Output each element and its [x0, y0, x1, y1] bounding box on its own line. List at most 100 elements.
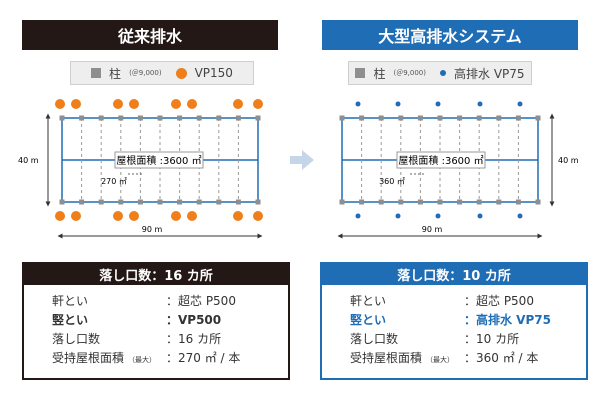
- left-row-downpipe: 竪とい ：VP500: [52, 310, 288, 329]
- row-key: 軒とい: [350, 294, 387, 308]
- pillar-marker: [79, 115, 85, 121]
- pillar-marker: [255, 199, 261, 205]
- drain-outlet-marker: [253, 211, 263, 221]
- row-key: 受持屋根面積: [52, 351, 125, 365]
- pillar-sub: (＠9,000): [129, 69, 162, 77]
- row-value: ：高排水 VP75: [464, 313, 551, 327]
- pillar-label: 柱: [373, 66, 386, 81]
- pillar-marker: [476, 199, 482, 205]
- left-row-outlets: 落し口数 ：16 カ所: [52, 329, 288, 348]
- right-row-area: 受持屋根面積（最大） ：360 ㎡ / 本: [350, 348, 586, 367]
- pillar-marker: [359, 199, 365, 205]
- right-width-label: 90 m: [422, 225, 443, 234]
- right-area-label: 屋根面積 :3600 ㎡: [398, 154, 483, 167]
- pillar-marker: [59, 115, 65, 121]
- drain-outlet-marker: [113, 211, 123, 221]
- right-summary-title: 落し口数：10 カ所: [322, 264, 586, 285]
- pillar-marker: [177, 199, 183, 205]
- left-row-area: 受持屋根面積（最大） ：270 ㎡ / 本: [52, 348, 288, 367]
- pillar-marker: [196, 115, 202, 121]
- pillar-marker: [437, 115, 443, 121]
- pillar-sub: (＠9,000): [393, 69, 426, 77]
- right-height-label: 40 m: [558, 156, 579, 165]
- drain-outlet-marker: [395, 101, 401, 107]
- pillar-label: 柱: [109, 66, 122, 81]
- drain-outlet-marker: [233, 211, 243, 221]
- pillar-marker: [255, 115, 261, 121]
- pillar-marker: [339, 199, 345, 205]
- drain-label: 高排水 VP75: [454, 66, 525, 81]
- row-key: 竪とい: [350, 313, 387, 327]
- pillar-marker: [196, 199, 202, 205]
- row-key: 受持屋根面積: [350, 351, 423, 365]
- right-legend: 柱 (＠9,000) 高排水 VP75: [348, 61, 532, 85]
- row-value: ：270 ㎡ / 本: [166, 351, 241, 365]
- row-value: ：VP500: [166, 313, 222, 327]
- drain-dot-icon: [175, 67, 187, 79]
- right-row-outlets: 落し口数 ：10 カ所: [350, 329, 586, 348]
- pillar-square-icon: [355, 68, 366, 78]
- drain-outlet-marker: [171, 211, 181, 221]
- right-row-gutter: 軒とい ：超芯 P500: [350, 291, 586, 310]
- pillar-marker: [457, 115, 463, 121]
- drain-outlet-marker: [55, 99, 65, 109]
- pillar-marker: [137, 115, 143, 121]
- pillar-marker: [59, 199, 65, 205]
- pillar-marker: [398, 199, 404, 205]
- right-plan: 40 m 90 m 屋根面積 :3600 ㎡ 360 ㎡: [337, 101, 579, 239]
- pillar-marker: [118, 115, 124, 121]
- right-title: 大型高排水システム: [322, 20, 578, 50]
- pillar-marker: [157, 199, 163, 205]
- drain-label: VP150: [194, 66, 233, 80]
- right-summary-box: 落し口数：10 カ所 軒とい ：超芯 P500 竪とい ：高排水 VP75 落し…: [320, 262, 588, 380]
- drain-outlet-marker: [71, 211, 81, 221]
- row-value: ：超芯 P500: [166, 294, 236, 308]
- pillar-marker: [457, 199, 463, 205]
- drain-outlet-marker: [253, 99, 263, 109]
- drain-outlet-marker: [71, 99, 81, 109]
- row-key: 落し口数: [52, 332, 101, 346]
- pillar-marker: [216, 199, 222, 205]
- pillar-marker: [118, 199, 124, 205]
- drain-outlet-marker: [435, 101, 441, 107]
- right-arrow-icon: [290, 150, 314, 170]
- left-row-gutter: 軒とい ：超芯 P500: [52, 291, 288, 310]
- left-legend: 柱 (＠9,000) VP150: [70, 61, 254, 85]
- row-key: 軒とい: [52, 294, 89, 308]
- drain-outlet-marker: [477, 101, 483, 107]
- left-summary-title: 落し口数：16 カ所: [24, 264, 288, 285]
- right-row-downpipe: 竪とい ：高排水 VP75: [350, 310, 586, 329]
- pillar-marker: [515, 115, 521, 121]
- drain-outlet-marker: [395, 213, 401, 219]
- row-value: ：10 カ所: [464, 332, 520, 346]
- drain-outlet-marker: [233, 99, 243, 109]
- drain-outlet-marker: [517, 213, 523, 219]
- left-per-label: 270 ㎡: [101, 177, 127, 186]
- pillar-marker: [79, 199, 85, 205]
- pillar-marker: [98, 115, 104, 121]
- pillar-marker: [235, 115, 241, 121]
- pillar-marker: [216, 115, 222, 121]
- roof-plan-diagrams: 40 m 90 m 屋根面積 :3600 ㎡ 270 ㎡ 40 m 90 m 屋…: [18, 99, 579, 239]
- pillar-marker: [339, 115, 345, 121]
- left-width-label: 90 m: [142, 225, 163, 234]
- pillar-marker: [437, 199, 443, 205]
- drain-outlet-marker: [187, 211, 197, 221]
- drain-outlet-marker: [113, 99, 123, 109]
- left-title: 従来排水: [22, 20, 278, 50]
- pillar-marker: [235, 199, 241, 205]
- pillar-marker: [515, 199, 521, 205]
- row-key: 竪とい: [52, 313, 89, 327]
- pillar-marker: [177, 115, 183, 121]
- drain-outlet-marker: [435, 213, 441, 219]
- pillar-marker: [378, 199, 384, 205]
- pillar-marker: [496, 115, 502, 121]
- drain-outlet-marker: [355, 101, 361, 107]
- row-key-sub: （最大）: [128, 356, 157, 364]
- row-key-sub: （最大）: [426, 356, 455, 364]
- left-area-label: 屋根面積 :3600 ㎡: [116, 154, 201, 167]
- left-summary-box: 落し口数：16 カ所 軒とい ：超芯 P500 竪とい ：VP500 落し口数 …: [22, 262, 290, 380]
- pillar-marker: [535, 199, 541, 205]
- left-height-label: 40 m: [18, 156, 39, 165]
- drain-outlet-marker: [517, 101, 523, 107]
